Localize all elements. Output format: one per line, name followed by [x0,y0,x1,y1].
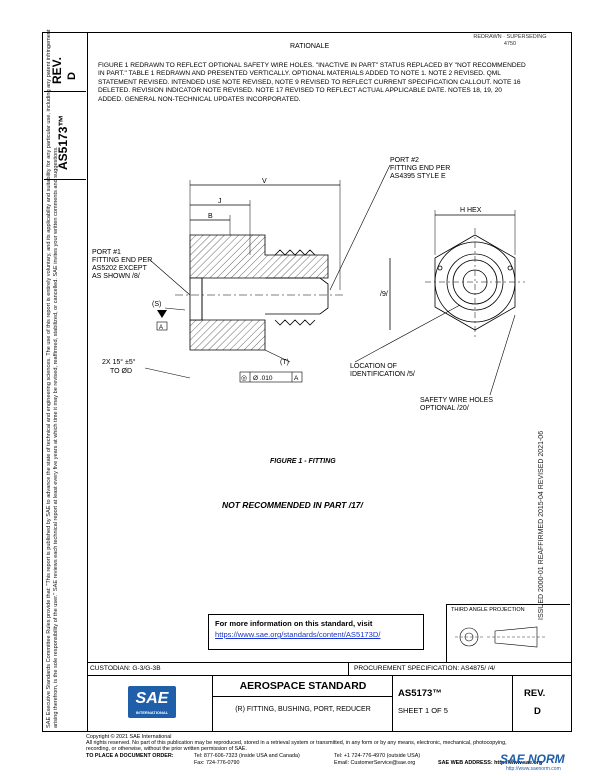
footer-email: Email: CustomerService@sae.org [334,760,416,766]
footer-rights-2: recording, or otherwise, without the pri… [86,746,247,752]
fitting-name: (R) FITTING, BUSHING, PORT, REDUCER [235,706,371,713]
side-rev-value: D [66,72,78,80]
watermark-title: SAE NORM [500,752,565,766]
chamfer-label-1: 2X 15° ±5° [102,358,136,366]
dim-h-hex: H HEX [460,207,482,214]
sae-logo: SAE INTERNATIONAL [128,686,176,718]
chamfer-label-2: TO ØD [110,368,132,375]
info-line: For more information on this standard, v… [215,619,373,628]
port2-label-1: PORT #2 [390,157,419,164]
projection-box: THIRD ANGLE PROJECTION [446,604,570,662]
projection-label: THIRD ANGLE PROJECTION [451,607,525,613]
figure-caption: FIGURE 1 - FITTING [270,458,336,465]
safety-label-1: SAFETY WIRE HOLES [420,397,493,404]
rev-label: REV. [524,688,546,699]
fitting-drawing: PORT #2 FITTING END PER AS4395 STYLE E P… [92,157,525,412]
dim-9: /9/ [380,291,388,298]
location-label-1: LOCATION OF [350,363,397,370]
sae-logo-sub: INTERNATIONAL [135,710,169,715]
procurement-spec: PROCUREMENT SPECIFICATION: AS4875/ /4/ [354,665,496,672]
side-docno-cell: AS5173™ [44,92,86,180]
tb-divider-2 [212,696,392,697]
port2-label-2: FITTING END PER [390,165,450,172]
revision-dates: ISSUED 2000-01 REAFFIRMED 2015-04 REVISE… [538,430,545,620]
footer-fax: Fax: 724-776-0790 [194,760,240,766]
port2-label-3: AS4395 STYLE E [390,173,446,180]
not-recommended-note: NOT RECOMMENDED IN PART /17/ [222,500,363,510]
footer-web: SAE WEB ADDRESS: http://www.sae.org [438,760,543,766]
tol-value: Ø .010 [253,375,273,382]
dim-v: V [262,178,267,185]
custodian: CUSTODIAN: G-3/G-3B [90,665,161,672]
custodian-divider [348,663,349,676]
tb-divider-3 [392,676,393,732]
aerospace-standard: AEROSPACE STANDARD [239,680,367,692]
projection-symbol [455,626,547,648]
rationale-text: FIGURE 1 REDRAWN TO REFLECT OPTIONAL SAF… [98,62,526,103]
header-supersede-box: REDRAWN · SUPERSEDING 4750 [455,34,565,56]
safety-label-2: OPTIONAL /20/ [420,405,469,412]
drawing-frame [42,32,572,732]
watermark-sub: http://www.saenorm.com [506,766,561,772]
datum-a: A [159,325,163,331]
dim-b: B [208,213,213,220]
tb-divider-4 [512,676,513,732]
left-strip [42,32,88,732]
sae-logo-text: SAE [135,690,169,707]
dim-j: J [218,198,222,205]
rev-value: D [534,706,541,717]
footer-tel2: Tel: +1 724-776-4970 (outside USA) [334,753,421,759]
header-box-line2: 4750 [503,41,517,47]
sheet-number: SHEET 1 OF 5 [398,706,448,715]
side-disclaimer: SAE Executive Standards Committee Rules … [46,29,59,728]
side-rev-cell: REV. D [44,44,86,92]
port1-label-4: AS SHOWN /8/ [92,273,140,280]
label-s: (S) [152,301,161,308]
footer-order: TO PLACE A DOCUMENT ORDER: [86,753,174,759]
port1-label-1: PORT #1 [92,249,121,256]
footer-copyright: Copyright © 2021 SAE International [86,734,172,740]
info-box: For more information on this standard, v… [208,614,424,650]
rationale-title: RATIONALE [290,43,330,50]
port1-label-2: FITTING END PER [92,257,152,264]
tol-symbol: ◎ [241,375,247,382]
tol-ref: A [294,375,299,382]
footer-tel1: Tel: 877-606-7323 (inside USA and Canada… [194,753,300,759]
tb-divider-1 [212,676,213,732]
location-label-2: IDENTIFICATION /5/ [350,371,415,378]
info-link[interactable]: https://www.sae.org/standards/content/AS… [215,630,381,639]
custodian-row: CUSTODIAN: G-3/G-3B PROCUREMENT SPECIFIC… [88,662,572,676]
header-box-line1: REDRAWN · SUPERSEDING [473,34,547,40]
doc-number: AS5173™ [398,688,442,699]
port1-label-3: AS5202 EXCEPT [92,265,148,272]
title-block: SAE INTERNATIONAL AEROSPACE STANDARD (R)… [88,676,572,732]
footer-rights: All rights reserved. No part of this pub… [86,740,507,746]
label-t: (T) [280,359,289,366]
